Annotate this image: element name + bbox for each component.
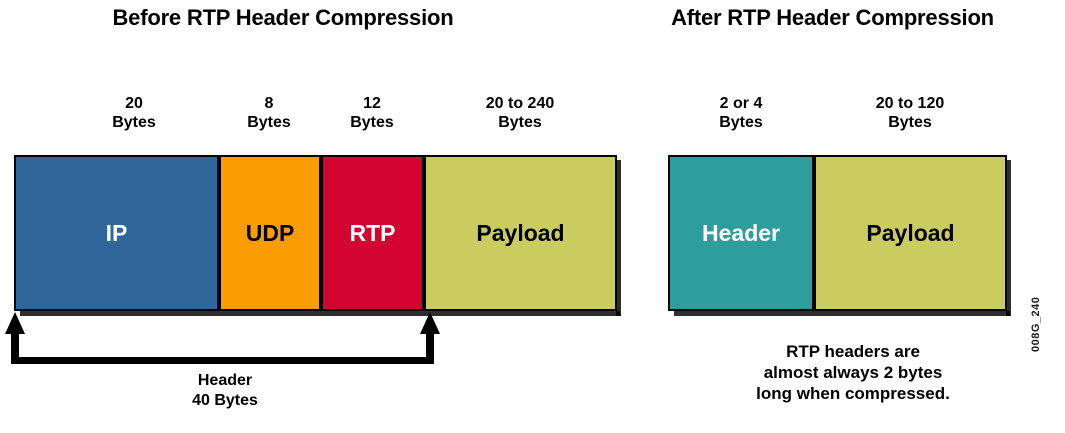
byte-label-payload-before-unit: Bytes [498,114,542,131]
byte-label-header-compressed: 2 or 4 Bytes [668,94,814,132]
bracket-arrow-left-icon [5,312,25,334]
byte-label-payload-after: 20 to 120 Bytes [814,94,1006,132]
byte-label-ip-unit: Bytes [112,114,156,131]
byte-label-payload-after-value: 20 to 120 [875,95,945,112]
before-row-shadow-right [616,160,621,316]
title-before-compression: Before RTP Header Compression [112,5,454,30]
compression-note-line3: long when compressed. [756,384,950,403]
byte-label-payload-before: 20 to 240 Bytes [424,94,616,132]
byte-label-ip-value: 20 [125,95,143,112]
packet-block-payload-before: Payload [424,155,617,311]
packet-block-header-compressed: Header [668,155,814,311]
byte-label-udp: 8 Bytes [219,94,319,132]
byte-label-ip: 20 Bytes [62,94,206,132]
bracket-caption-line2: 40 Bytes [192,392,258,409]
packet-block-rtp-label: RTP [349,219,396,246]
figure-code: 008G_240 [1030,296,1042,352]
packet-block-udp-label: UDP [245,219,295,246]
packet-block-payload-after-label: Payload [866,219,955,246]
bracket-caption-line1: Header [197,372,253,389]
packet-block-payload-before-label: Payload [476,219,565,246]
packet-block-rtp: RTP [321,155,424,311]
before-row-shadow [20,311,620,316]
compression-note-line1: RTP headers are [786,342,920,361]
byte-label-udp-value: 8 [264,95,274,112]
packet-block-ip-label: IP [105,219,128,246]
bracket-caption: Header 40 Bytes [80,371,370,411]
after-row-shadow [674,311,1010,316]
byte-label-header-compressed-value: 2 or 4 [719,95,763,112]
compression-note: RTP headers are almost always 2 bytes lo… [688,341,1018,404]
after-row-shadow-right [1006,160,1011,316]
byte-label-payload-before-value: 20 to 240 [485,95,555,112]
compression-note-line2: almost always 2 bytes [763,363,943,382]
title-after-compression: After RTP Header Compression [671,5,994,30]
byte-label-udp-unit: Bytes [247,114,291,131]
packet-block-udp: UDP [219,155,321,311]
packet-block-ip: IP [14,155,219,311]
byte-label-rtp-unit: Bytes [350,114,394,131]
byte-label-payload-after-unit: Bytes [888,114,932,131]
byte-label-rtp-value: 12 [363,95,381,112]
packet-block-payload-after: Payload [814,155,1007,311]
bracket-arrow-right-icon [420,312,440,334]
header-span-bracket [0,306,460,368]
byte-label-header-compressed-unit: Bytes [719,114,763,131]
packet-block-header-compressed-label: Header [702,219,780,246]
byte-label-rtp: 12 Bytes [321,94,423,132]
